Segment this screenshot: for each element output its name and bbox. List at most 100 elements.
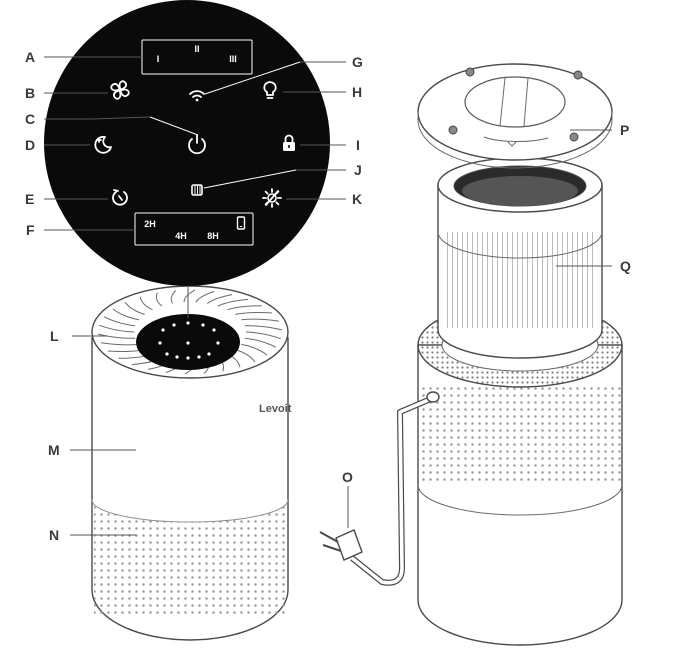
- lock-icon[interactable]: [283, 134, 295, 152]
- outlet-vane: [170, 290, 177, 304]
- filter-core-inner: [462, 176, 578, 206]
- callout-i: I: [356, 137, 360, 153]
- callout-d: D: [25, 137, 35, 153]
- speed-1-label[interactable]: I: [157, 54, 160, 64]
- lid-edge: [417, 112, 613, 169]
- timer-4h-label[interactable]: 4H: [175, 231, 187, 241]
- outlet-vane: [183, 289, 196, 303]
- mini-panel-dot: [175, 355, 179, 359]
- mini-panel-dot: [186, 321, 190, 325]
- callout-o: O: [342, 469, 353, 485]
- timer-icon[interactable]: [112, 189, 128, 206]
- control-panel-disc: [44, 0, 330, 286]
- leader-c: [44, 116, 151, 120]
- mini-panel-dot: [161, 328, 165, 332]
- outlet-vane: [97, 333, 136, 339]
- plug-icon: [319, 529, 363, 561]
- display-icon[interactable]: [262, 188, 282, 208]
- outlet-vane: [103, 316, 136, 327]
- mini-panel-dot: [216, 341, 220, 345]
- power-icon[interactable]: [188, 134, 206, 155]
- outlet-vane: [155, 292, 163, 307]
- outlet-vane: [245, 331, 281, 340]
- callout-labels: A B C D E F G H I J K L M N O P Q: [25, 49, 631, 543]
- mini-panel-dot: [158, 341, 162, 345]
- lid-arrow-head: [507, 141, 517, 147]
- outlet-vane: [206, 294, 233, 304]
- callout-c: C: [25, 111, 35, 127]
- leader-j-inner: [203, 169, 297, 189]
- cord-socket: [426, 391, 440, 403]
- outlet-vane: [241, 318, 279, 322]
- callout-q: Q: [620, 258, 631, 274]
- mini-panel-icons: [158, 321, 220, 360]
- outlet-vane: [244, 325, 283, 331]
- filter-band: [437, 231, 603, 259]
- callout-k: K: [352, 191, 362, 207]
- power-cord: [319, 391, 440, 586]
- callout-g: G: [352, 54, 363, 70]
- mini-panel-dot: [207, 352, 211, 356]
- left-purifier: Levoit: [91, 285, 292, 641]
- lid-screw: [569, 132, 579, 142]
- mini-panel-dot: [197, 355, 201, 359]
- outlet-vane: [217, 298, 249, 307]
- filter: [437, 157, 603, 359]
- outlet-vane: [235, 311, 273, 315]
- bulb-icon[interactable]: [263, 81, 277, 99]
- moon-icon[interactable]: [94, 135, 112, 154]
- callout-m: M: [48, 442, 60, 458]
- mini-panel-dot: [165, 352, 169, 356]
- mini-panel-dot: [186, 341, 190, 345]
- mini-panel-dot: [172, 323, 176, 327]
- outlet-vane: [241, 343, 268, 356]
- right-grille: [418, 385, 622, 485]
- callout-f: F: [26, 222, 35, 238]
- callout-p: P: [620, 122, 629, 138]
- left-body-seam: [91, 499, 289, 523]
- filter-icon: [191, 184, 203, 196]
- outlet-vane: [124, 301, 145, 315]
- callout-a: A: [25, 49, 35, 65]
- wifi-icon: [189, 90, 205, 102]
- fan-icon[interactable]: [110, 80, 130, 100]
- air-outlet-vanes: [97, 289, 283, 375]
- outlet-vane: [101, 342, 139, 346]
- mini-panel-dot: [201, 323, 205, 327]
- mini-panel-dot: [186, 356, 190, 360]
- mini-panel-dot: [212, 328, 216, 332]
- outlet-vane: [99, 324, 135, 333]
- callout-n: N: [49, 527, 59, 543]
- lid-arrow: [483, 136, 549, 143]
- leader-g-inner: [204, 61, 301, 95]
- outlet-vane: [227, 305, 262, 311]
- top-cover: [417, 63, 613, 169]
- speed-3-label[interactable]: III: [229, 54, 237, 64]
- phone-icon: [236, 216, 246, 230]
- control-panel: I II III: [44, 0, 330, 318]
- callout-j: J: [354, 162, 362, 178]
- outlet-vane: [195, 291, 215, 303]
- lid-cross: [499, 77, 529, 127]
- timer-8h-label[interactable]: 8H: [207, 231, 219, 241]
- speed-2-label[interactable]: II: [194, 44, 199, 54]
- callout-b: B: [25, 85, 35, 101]
- lid-screw: [448, 125, 458, 135]
- right-purifier: [319, 63, 623, 646]
- outlet-vane: [244, 337, 277, 348]
- filter-pleats: [444, 232, 596, 328]
- callout-l: L: [50, 328, 59, 344]
- callout-h: H: [352, 84, 362, 100]
- right-body-seam: [417, 484, 623, 516]
- leader-lines: [44, 56, 612, 536]
- outlet-vane: [139, 296, 153, 311]
- lid-screw: [573, 70, 583, 80]
- lid-screw: [465, 67, 475, 77]
- timer-group-frame: [134, 212, 254, 246]
- timer-2h-label[interactable]: 2H: [144, 219, 156, 229]
- outlet-vane: [112, 308, 139, 321]
- lid-opening: [464, 76, 566, 128]
- callout-e: E: [25, 191, 34, 207]
